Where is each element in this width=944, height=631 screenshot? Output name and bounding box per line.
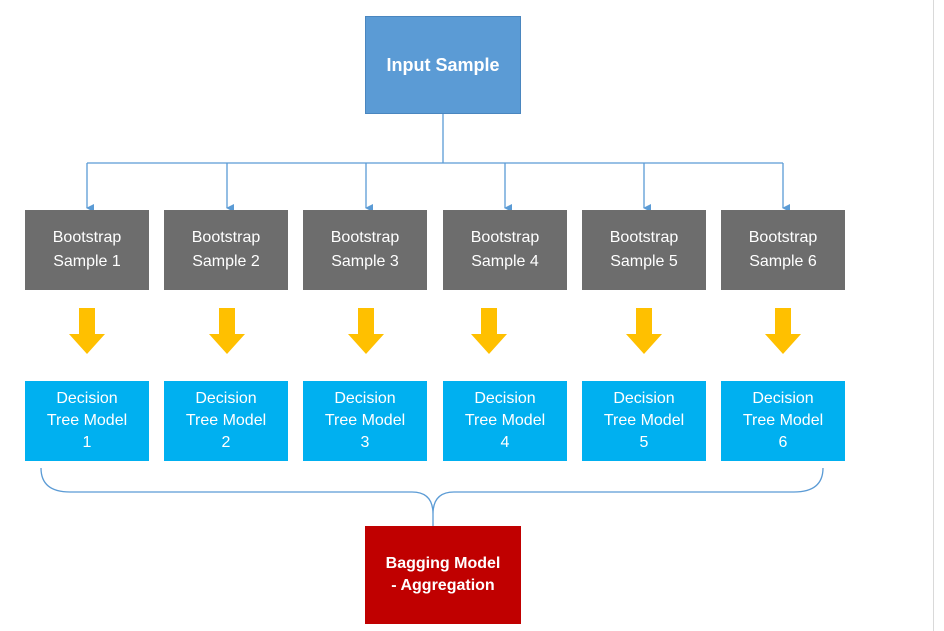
bagging-model-box: Bagging Model - Aggregation — [365, 526, 521, 624]
down-arrow-icon — [471, 308, 507, 354]
bootstrap-sample-label: Bootstrap Sample 2 — [191, 229, 261, 270]
decision-tree-model-5: Decision Tree Model 5 — [582, 381, 706, 461]
bootstrap-sample-label: Bootstrap Sample 5 — [609, 229, 679, 270]
decision-tree-model-4: Decision Tree Model 4 — [443, 381, 567, 461]
down-arrow-icon — [209, 308, 245, 354]
bootstrap-sample-5: Bootstrap Sample 5 — [582, 210, 706, 290]
decision-tree-label: Decision Tree Model 5 — [603, 390, 685, 451]
decision-tree-label: Decision Tree Model 4 — [464, 390, 546, 451]
decision-tree-model-1: Decision Tree Model 1 — [25, 381, 149, 461]
bootstrap-sample-label: Bootstrap Sample 3 — [330, 229, 400, 270]
bootstrap-sample-3: Bootstrap Sample 3 — [303, 210, 427, 290]
bagging-model-label: Bagging Model - Aggregation — [385, 555, 501, 594]
bootstrap-sample-label: Bootstrap Sample 4 — [470, 229, 540, 270]
bootstrap-sample-6: Bootstrap Sample 6 — [721, 210, 845, 290]
bootstrap-sample-4: Bootstrap Sample 4 — [443, 210, 567, 290]
bootstrap-sample-label: Bootstrap Sample 1 — [52, 229, 122, 270]
down-arrow-icon — [348, 308, 384, 354]
down-arrow-icon — [765, 308, 801, 354]
input-sample-label: Input Sample — [386, 54, 500, 75]
bootstrap-sample-2: Bootstrap Sample 2 — [164, 210, 288, 290]
input-sample-box: Input Sample — [365, 16, 521, 114]
decision-tree-model-3: Decision Tree Model 3 — [303, 381, 427, 461]
page-right-border — [933, 0, 934, 631]
decision-tree-label: Decision Tree Model 2 — [185, 390, 267, 451]
decision-tree-label: Decision Tree Model 3 — [324, 390, 406, 451]
decision-tree-label: Decision Tree Model 1 — [46, 390, 128, 451]
down-arrow-icon — [69, 308, 105, 354]
down-arrow-icon — [626, 308, 662, 354]
decision-tree-model-6: Decision Tree Model 6 — [721, 381, 845, 461]
bootstrap-sample-1: Bootstrap Sample 1 — [25, 210, 149, 290]
decision-tree-label: Decision Tree Model 6 — [742, 390, 824, 451]
aggregation-brace — [40, 467, 824, 515]
bootstrap-sample-label: Bootstrap Sample 6 — [748, 229, 818, 270]
decision-tree-model-2: Decision Tree Model 2 — [164, 381, 288, 461]
